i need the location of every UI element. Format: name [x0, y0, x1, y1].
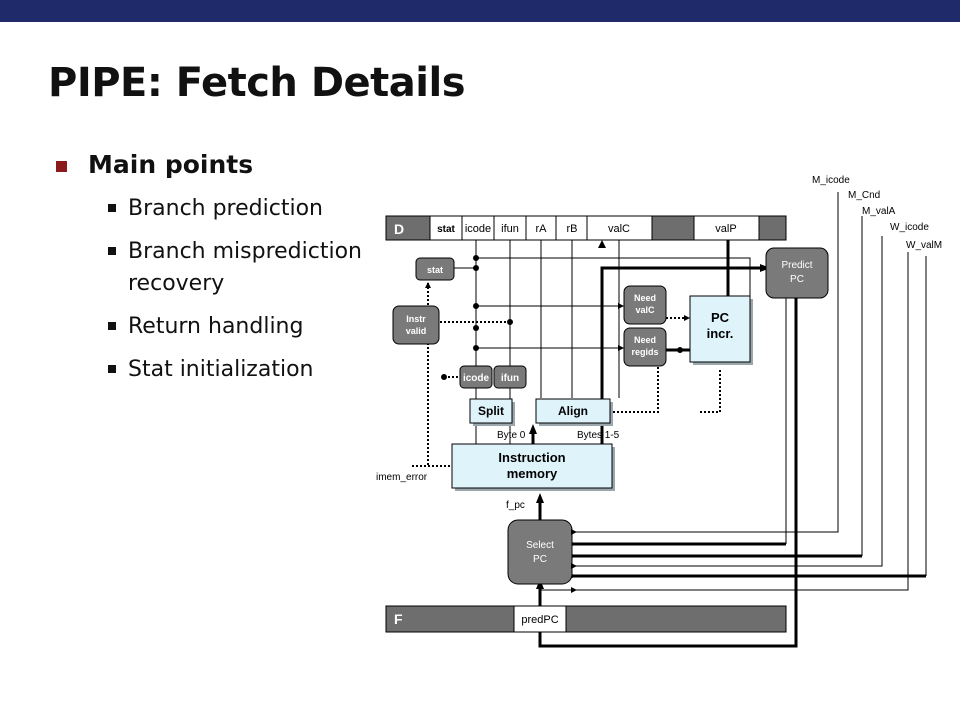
- m-vala-label: M_valA: [862, 206, 896, 217]
- main-point: Main points: [56, 150, 378, 179]
- instr-valid-block: Instr valid: [392, 305, 440, 345]
- bytes15-label: Bytes 1-5: [577, 430, 620, 441]
- header-bar: [0, 0, 960, 22]
- d-field-valc: valC: [608, 223, 630, 235]
- d-field-valp: valP: [715, 223, 736, 235]
- pc-incr-label: PC: [711, 310, 730, 325]
- instruction-memory-label: Instruction: [498, 450, 565, 465]
- junction-dots: [441, 255, 683, 380]
- pc-incr-label: incr.: [707, 326, 734, 341]
- bullet-square-icon: [56, 161, 67, 172]
- split-block: Split: [469, 398, 515, 426]
- need-valc-block: Need valC: [623, 285, 667, 325]
- sub-point: Branch prediction: [56, 193, 378, 225]
- imem-error-label: imem_error: [376, 472, 428, 483]
- w-valm-label: W_valM: [906, 240, 942, 251]
- bullet-icon: [108, 247, 116, 255]
- m-icode-label: M_icode: [812, 175, 850, 186]
- main-point-text: Main points: [88, 150, 254, 179]
- instr-valid-label: Instr: [406, 314, 426, 324]
- bullet-icon: [108, 365, 116, 373]
- stat-block: stat: [415, 257, 455, 281]
- need-regids-block: Need regids: [623, 327, 667, 367]
- need-valc-label: valC: [635, 305, 655, 315]
- icode-block-label: icode: [463, 373, 490, 384]
- ifun-block: ifun: [493, 365, 527, 389]
- select-pc-label: Select: [526, 540, 554, 551]
- need-valc-label: Need: [634, 293, 656, 303]
- bullet-list: Main points Branch prediction Branch mis…: [56, 150, 378, 397]
- d-field-icode: icode: [465, 223, 491, 235]
- thin-arrowheads: [425, 282, 690, 593]
- pc-incr-block: PC incr.: [689, 295, 753, 365]
- bullet-icon: [108, 322, 116, 330]
- predict-pc-block: Predict PC: [765, 247, 829, 299]
- instruction-memory-label: memory: [507, 466, 558, 481]
- f-register-label: F: [394, 611, 403, 627]
- f-pc-label: f_pc: [506, 500, 525, 511]
- align-label: Align: [558, 404, 588, 418]
- sub-point-text: Branch prediction: [128, 196, 323, 221]
- predict-pc-label: PC: [790, 274, 804, 285]
- sub-point-text: Return handling: [128, 314, 304, 339]
- signal-labels: Byte 0 Bytes 1-5 imem_error f_pc M_icode…: [376, 175, 942, 511]
- select-pc-label: PC: [533, 554, 547, 565]
- d-field-rb: rB: [567, 223, 578, 235]
- sub-point: Return handling: [56, 311, 378, 343]
- select-pc-block: Select PC: [507, 519, 573, 585]
- d-fields: [429, 215, 760, 241]
- sub-point: Branch misprediction recovery: [56, 236, 378, 300]
- d-register: D stat icode ifun rA rB valC valP: [385, 215, 787, 241]
- d-field-ra: rA: [536, 223, 548, 235]
- predict-pc-label: Predict: [781, 260, 812, 271]
- icode-block: icode: [459, 365, 493, 389]
- d-field-stat: stat: [437, 224, 455, 235]
- f-register: F predPC: [385, 605, 787, 633]
- slide-title: PIPE: Fetch Details: [48, 60, 466, 106]
- dotted-wires: [412, 282, 721, 467]
- sub-point-text: Stat initialization: [128, 357, 314, 382]
- thin-wires: [452, 192, 927, 591]
- instruction-memory-block: Instruction memory: [451, 443, 615, 491]
- d-register-label: D: [394, 221, 404, 237]
- bullet-icon: [108, 204, 116, 212]
- need-regids-label: regids: [631, 347, 658, 357]
- sub-point-text: Branch misprediction recovery: [128, 239, 362, 296]
- d-field-ifun: ifun: [501, 223, 519, 235]
- need-regids-label: Need: [634, 335, 656, 345]
- ifun-block-label: ifun: [501, 373, 519, 384]
- byte0-label: Byte 0: [497, 430, 526, 441]
- m-cnd-label: M_Cnd: [848, 190, 880, 201]
- instr-valid-label: valid: [406, 326, 427, 336]
- align-block: Align: [535, 398, 613, 426]
- split-label: Split: [478, 404, 504, 418]
- w-icode-label: W_icode: [890, 222, 929, 233]
- f-field-predpc: predPC: [521, 614, 558, 626]
- stat-block-label: stat: [427, 265, 443, 275]
- sub-point: Stat initialization: [56, 354, 378, 386]
